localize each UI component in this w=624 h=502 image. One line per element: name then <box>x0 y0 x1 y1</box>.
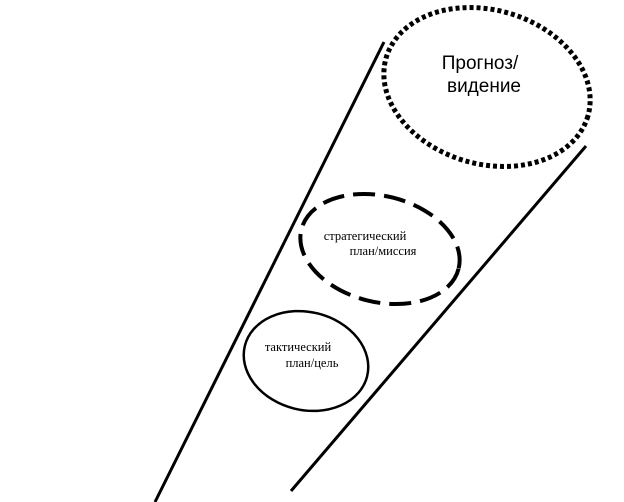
tactical-plan-label-line1: тактический <box>265 340 332 354</box>
forecast-vision-label-line2: видение <box>447 76 521 97</box>
cone-left-edge <box>153 41 386 502</box>
forecast-vision-ellipse <box>381 5 593 169</box>
tactical-plan-label-line2: план/цель <box>286 356 339 370</box>
tactical-plan-node: тактический план/цель <box>242 309 370 413</box>
forecast-vision-label-line1: Прогноз/ <box>442 53 519 74</box>
strategic-plan-label-line2: план/миссия <box>350 244 417 258</box>
forecast-vision-node: Прогноз/ видение <box>381 5 593 169</box>
strategic-plan-node: стратегический план/миссия <box>298 191 462 307</box>
strategic-plan-label-line1: стратегический <box>324 229 407 243</box>
tactical-plan-ellipse <box>242 309 370 413</box>
cone-right-edge <box>289 145 588 492</box>
strategic-plan-ellipse <box>298 191 462 307</box>
